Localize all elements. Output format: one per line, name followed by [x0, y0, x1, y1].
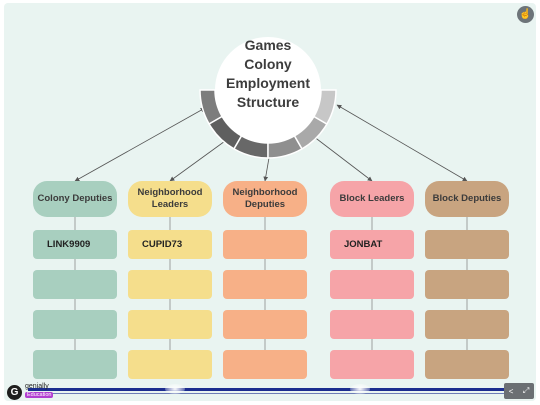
employee-slot: [223, 230, 307, 259]
employee-slot: [33, 310, 117, 339]
employee-slot: JONBAT: [330, 230, 414, 259]
title-line: Structure: [236, 94, 300, 110]
employee-slot: [223, 310, 307, 339]
genially-g-icon[interactable]: G: [7, 385, 22, 400]
employee-slot: [223, 270, 307, 299]
employee-slot: [425, 350, 509, 379]
employee-slot: [33, 270, 117, 299]
employee-slot: [425, 310, 509, 339]
column-header: Block Leaders: [330, 181, 414, 217]
employee-slot: LINK9909: [33, 230, 117, 259]
hand-pointer-icon[interactable]: ☝: [517, 6, 534, 23]
progress-glow: [350, 384, 370, 394]
progress-glow: [165, 384, 185, 394]
viewer-controls: < ⤢: [504, 383, 534, 399]
employee-slot: [223, 350, 307, 379]
progress-track: [28, 393, 508, 394]
employee-slot: [330, 310, 414, 339]
employee-slot: [33, 350, 117, 379]
brand-name: genially: [25, 383, 49, 390]
column-header: Neighborhood Deputies: [223, 181, 307, 217]
column-header: Colony Deputies: [33, 181, 117, 217]
brand-tag: Education: [25, 392, 54, 398]
hierarchy-arrow: [169, 135, 233, 182]
title-line: Games: [244, 37, 292, 53]
employee-slot: [425, 270, 509, 299]
employee-slot: CUPID73: [128, 230, 212, 259]
hierarchy-arrow: [336, 104, 468, 182]
title-line: Colony: [244, 56, 292, 72]
employee-slot: [128, 350, 212, 379]
hub-circle: [215, 37, 321, 143]
share-icon[interactable]: <: [508, 386, 514, 396]
hierarchy-arrow: [312, 135, 373, 182]
diagram-title: Games Colony Employment Structure: [214, 36, 322, 112]
column-header: Block Deputies: [425, 181, 509, 217]
employee-slot: [330, 270, 414, 299]
progress-bar[interactable]: [28, 388, 508, 391]
hierarchy-arrow: [74, 107, 206, 182]
employee-slot: [128, 310, 212, 339]
employee-slot: [330, 350, 414, 379]
employee-slot: [128, 270, 212, 299]
employee-slot: [425, 230, 509, 259]
column-header: Neighborhood Leaders: [128, 181, 212, 217]
fullscreen-icon[interactable]: ⤢: [522, 386, 530, 395]
title-line: Employment: [225, 75, 310, 91]
